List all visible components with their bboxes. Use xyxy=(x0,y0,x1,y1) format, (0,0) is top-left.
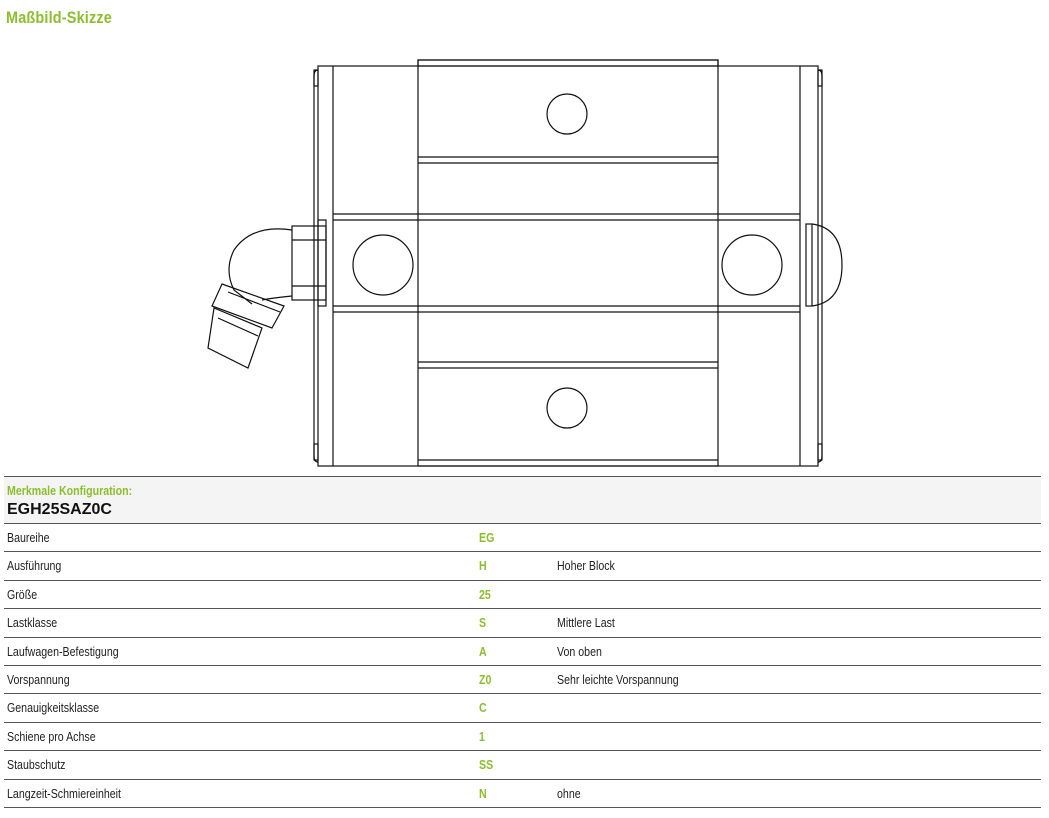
row-name: Genauigkeitsklasse xyxy=(7,701,100,716)
row-name: Staubschutz xyxy=(7,758,66,773)
row-desc: Hoher Block xyxy=(557,559,615,574)
table-row: Genauigkeitsklasse C xyxy=(4,694,1041,723)
row-name: Baureihe xyxy=(7,531,50,545)
row-desc: ohne xyxy=(557,786,581,801)
dimension-sketch xyxy=(207,59,843,467)
configuration-label: Merkmale Konfiguration: xyxy=(7,484,133,498)
table-row: Baureihe EG xyxy=(4,524,1041,553)
row-code: C xyxy=(479,701,487,716)
table-row: Laufwagen-Befestigung A Von oben xyxy=(4,638,1041,666)
row-desc: Sehr leichte Vorspannung xyxy=(557,672,679,687)
row-name: Laufwagen-Befestigung xyxy=(7,644,119,659)
section-title: Maßbild-Skizze xyxy=(6,8,112,27)
row-name: Langzeit-Schmiereinheit xyxy=(7,786,121,801)
row-name: Lastklasse xyxy=(7,616,58,631)
row-code: Z0 xyxy=(479,672,492,687)
row-code: S xyxy=(479,616,487,631)
row-code: SS xyxy=(479,758,494,773)
table-row: Ausführung H Hoher Block xyxy=(4,552,1041,581)
row-code: A xyxy=(479,644,487,659)
configuration-code: EGH25SAZ0C xyxy=(7,501,112,518)
row-desc: Von oben xyxy=(557,644,602,659)
table-row: Vorspannung Z0 Sehr leichte Vorspannung xyxy=(4,666,1041,695)
row-name: Ausführung xyxy=(7,559,62,574)
row-name: Schiene pro Achse xyxy=(7,729,96,744)
table-row: Lastklasse S Mittlere Last xyxy=(4,609,1041,638)
row-code: N xyxy=(479,786,487,801)
row-name: Größe xyxy=(7,587,38,602)
row-code: 1 xyxy=(479,729,485,744)
table-row: Schiene pro Achse 1 xyxy=(4,723,1041,752)
row-code: EG xyxy=(479,531,495,545)
row-desc: Mittlere Last xyxy=(557,616,615,631)
table-row: Staubschutz SS xyxy=(4,751,1041,780)
configuration-header: Merkmale Konfiguration: EGH25SAZ0C xyxy=(4,477,1041,524)
row-code: 25 xyxy=(479,587,491,602)
configuration-table: Merkmale Konfiguration: EGH25SAZ0C Baure… xyxy=(4,476,1041,808)
table-row: Größe 25 xyxy=(4,581,1041,610)
row-name: Vorspannung xyxy=(7,672,70,687)
row-code: H xyxy=(479,559,487,574)
